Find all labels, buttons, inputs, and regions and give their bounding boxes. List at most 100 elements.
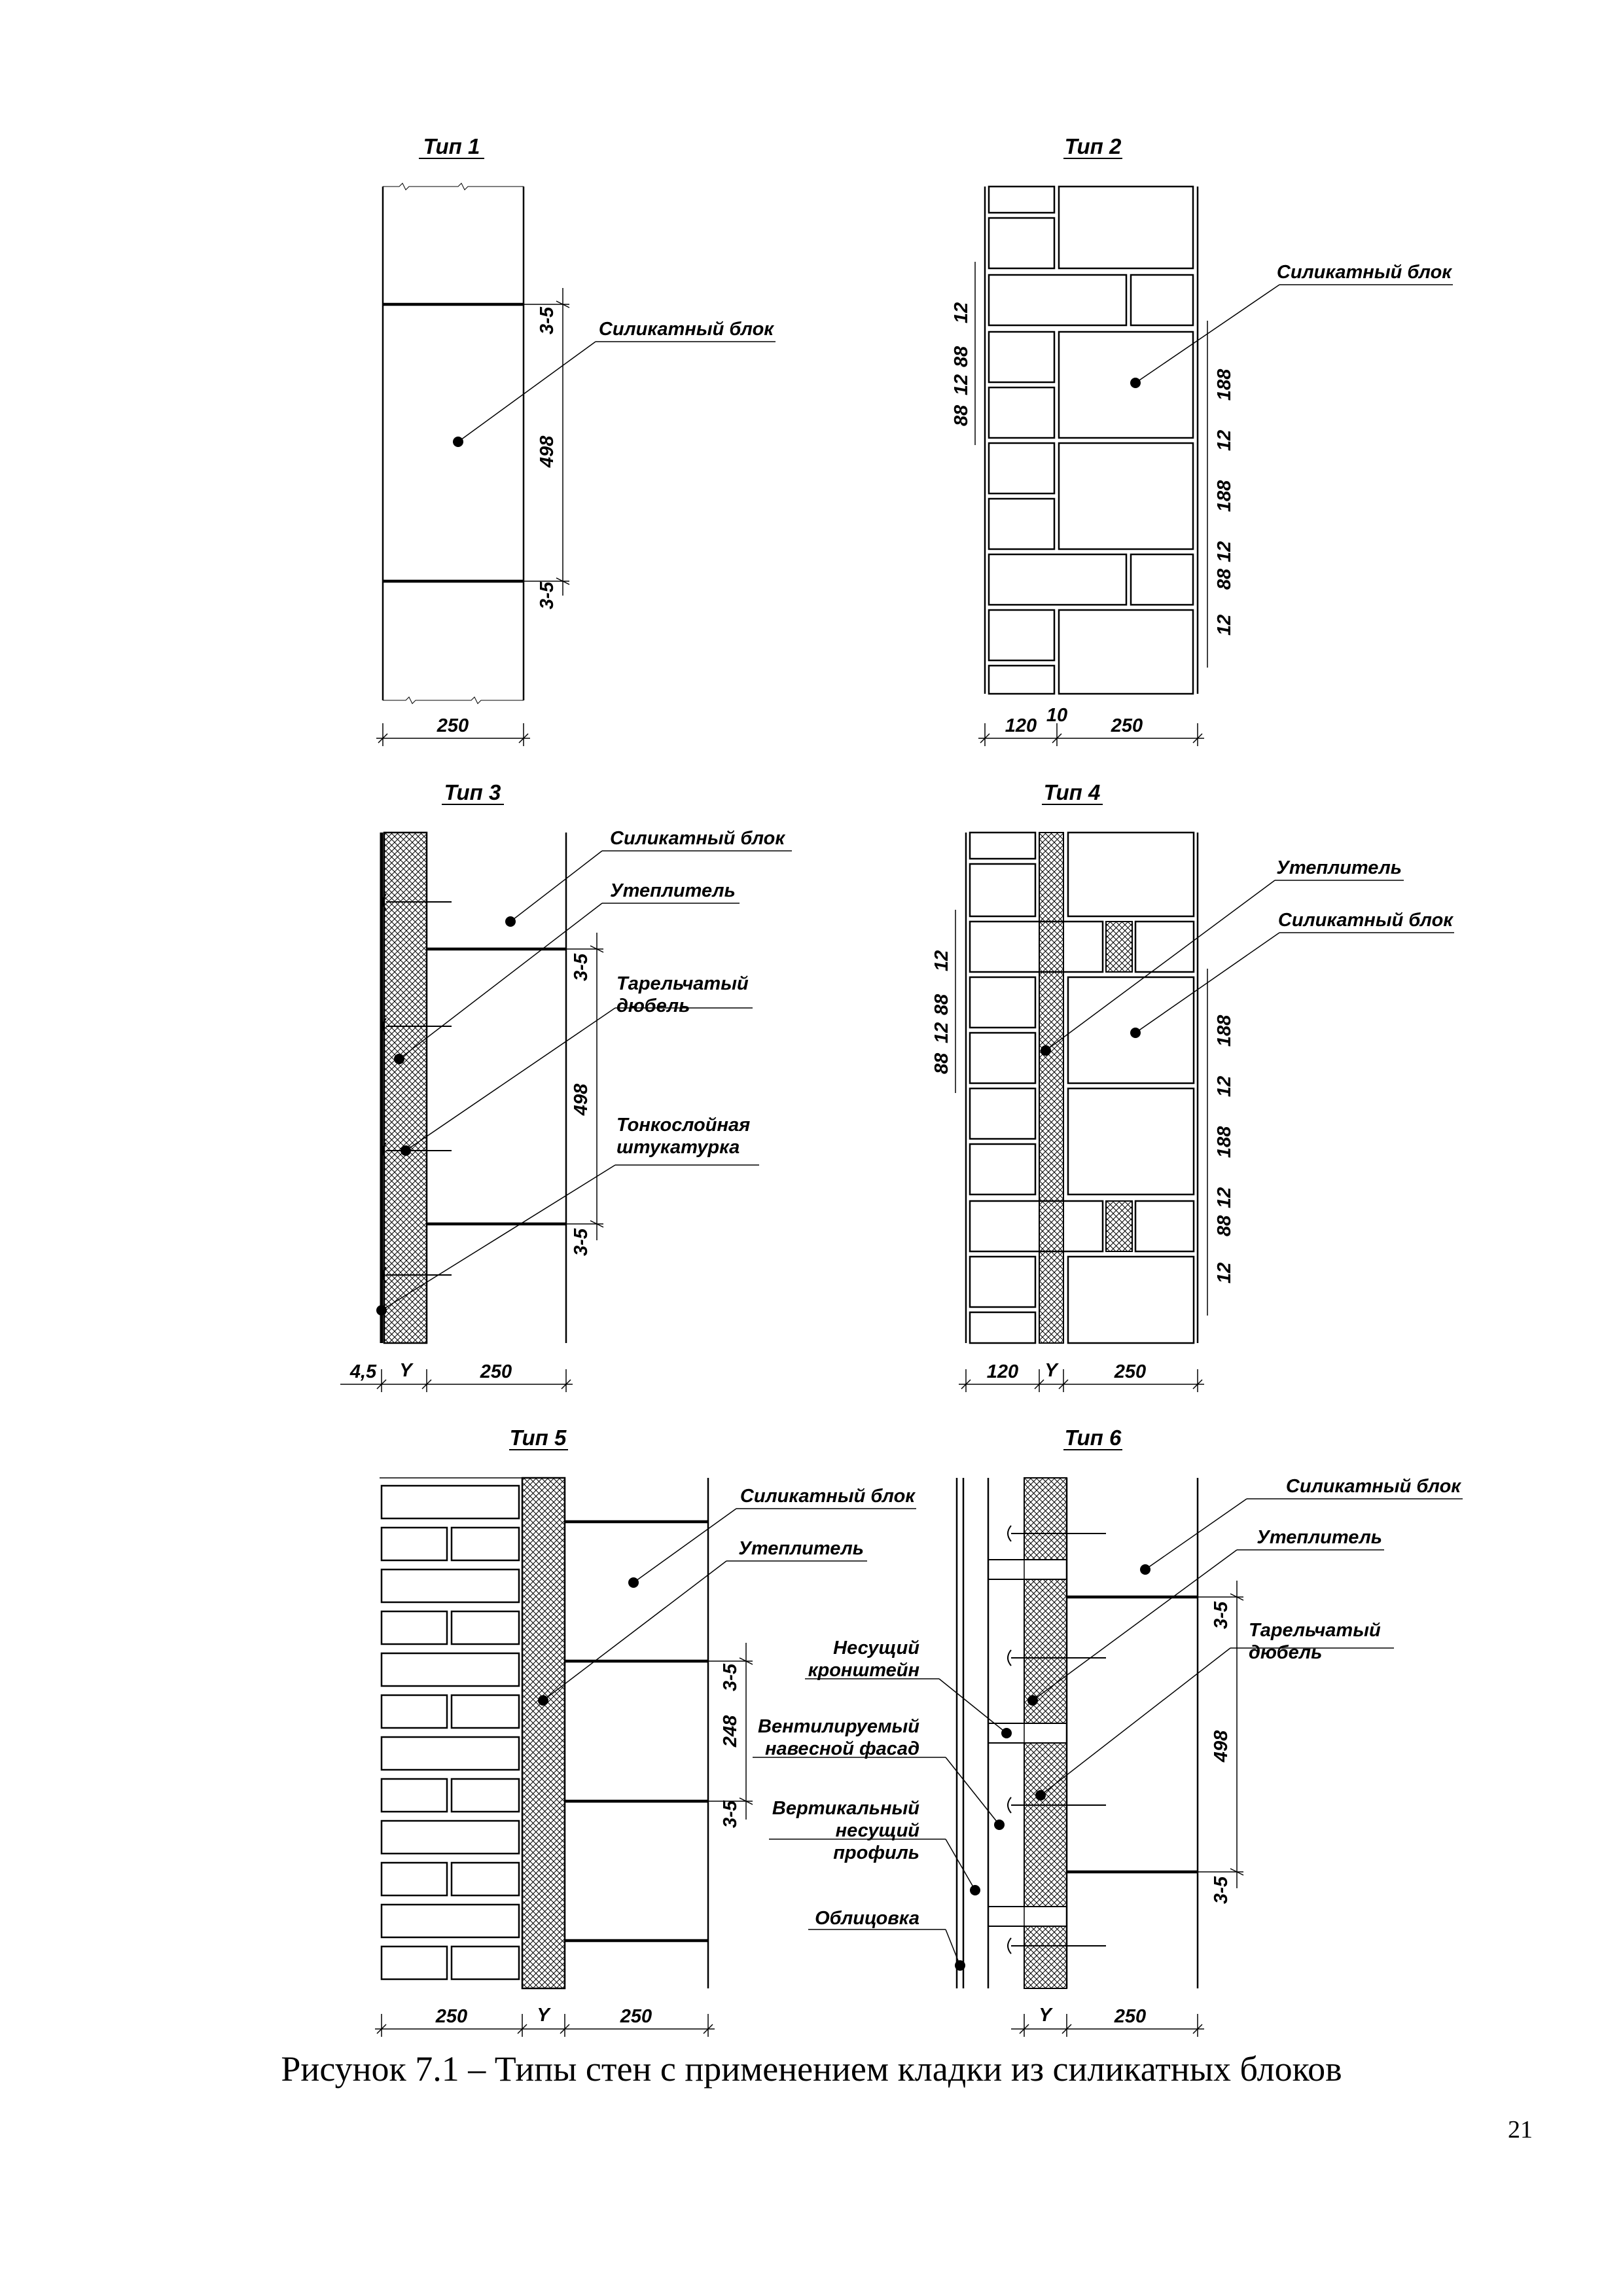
insulation-layer xyxy=(521,1477,566,1990)
cladding-and-profile xyxy=(955,1478,1025,1988)
panel-type-5: Тип 5 xyxy=(375,1426,916,2037)
panel-type-3: Тип 3 3-5 498 xyxy=(340,780,792,1392)
label-bracket-line1: Несущий xyxy=(833,1638,919,1659)
label-profile-line3: профиль xyxy=(833,1842,919,1863)
dim-width-plaster: 4,5 xyxy=(349,1361,377,1382)
dim-joint-top: 3-5 xyxy=(1211,1601,1232,1629)
dim-joint-top: 3-5 xyxy=(571,953,592,981)
dim-right-188b: 188 xyxy=(1214,1126,1235,1158)
panel-title: Тип 1 xyxy=(423,134,480,158)
panel-type-1: Тип 1 3-5 498 3-5 250 xyxy=(376,134,776,746)
dim-width-10: 10 xyxy=(1046,705,1067,726)
label-cladding: Облицовка xyxy=(815,1908,919,1929)
dim-left-88a: 88 xyxy=(951,346,972,367)
dim-right-88: 88 xyxy=(1214,568,1235,590)
dim-right-188a: 188 xyxy=(1214,1014,1235,1047)
dim-right-12b: 12 xyxy=(1214,1187,1235,1208)
dim-width-insulation: Y xyxy=(1044,1360,1059,1381)
label-facade-line2: навесной фасад xyxy=(765,1738,919,1759)
dim-right-12a: 12 xyxy=(1214,1076,1235,1097)
panel-title: Тип 6 xyxy=(1065,1426,1122,1450)
label-block: Силикатный блок xyxy=(1277,262,1452,283)
dim-left-88b: 88 xyxy=(951,404,972,426)
label-insulation: Утеплитель xyxy=(610,880,736,901)
leaders xyxy=(543,1508,916,1701)
block-wall xyxy=(565,1478,709,1988)
dim-height: 248 xyxy=(720,1715,741,1748)
page-number: 21 xyxy=(1508,2116,1533,2144)
dim-joint-bottom: 3-5 xyxy=(1211,1876,1232,1904)
dim-left-88a: 88 xyxy=(931,994,952,1015)
dim-width-block: 250 xyxy=(620,2006,652,2027)
dim-left-12b: 12 xyxy=(951,374,972,395)
label-block: Силикатный блок xyxy=(740,1486,916,1507)
label-block: Силикатный блок xyxy=(599,319,774,340)
label-dowel-line2: дюбель xyxy=(616,996,690,1016)
leader-dots xyxy=(955,1564,1150,1971)
dim-right-12b: 12 xyxy=(1214,541,1235,562)
dim-width-brick: 250 xyxy=(435,2006,467,2027)
dim-width-250: 250 xyxy=(1111,715,1143,736)
brackets xyxy=(988,1559,1067,1927)
dowels xyxy=(382,893,452,1283)
dim-width-120: 120 xyxy=(987,1361,1018,1382)
dim-joint-top: 3-5 xyxy=(537,306,558,334)
dim-right-12a: 12 xyxy=(1214,430,1235,451)
panel-type-2: Тип 2 xyxy=(951,134,1453,746)
dim-width-insulation: Y xyxy=(537,2005,551,2026)
leader-dots xyxy=(1041,1028,1141,1056)
figure-caption: Рисунок 7.1 – Типы стен с применением кл… xyxy=(281,2049,1342,2089)
label-block: Силикатный блок xyxy=(1286,1476,1461,1497)
block-masonry xyxy=(965,831,1199,1344)
dimension-lines xyxy=(375,1643,753,2037)
panel-type-6: Тип 6 xyxy=(753,1426,1463,2037)
dim-left-12: 12 xyxy=(931,950,952,971)
dim-height: 498 xyxy=(537,435,558,468)
insulation-layer xyxy=(383,831,428,1344)
dim-right-188b: 188 xyxy=(1214,480,1235,512)
panel-title: Тип 3 xyxy=(444,780,501,804)
dim-width-120: 120 xyxy=(1005,715,1037,736)
label-block: Силикатный блок xyxy=(610,828,785,849)
dim-right-12c: 12 xyxy=(1214,1263,1235,1283)
dimension-lines xyxy=(340,933,604,1392)
label-block: Силикатный блок xyxy=(1278,910,1454,931)
dim-width-block: 250 xyxy=(480,1361,512,1382)
dim-left-12b: 12 xyxy=(931,1022,952,1043)
label-profile-line1: Вертикальный xyxy=(772,1798,919,1819)
block-wall xyxy=(427,833,567,1343)
dim-left-88b: 88 xyxy=(931,1052,952,1074)
dim-joint-bottom: 3-5 xyxy=(720,1800,741,1828)
dimension-lines xyxy=(955,910,1208,1392)
label-insulation: Утеплитель xyxy=(1257,1527,1382,1548)
leader-dots xyxy=(376,916,516,1316)
dimension-lines xyxy=(376,288,570,746)
dim-joint-bottom: 3-5 xyxy=(571,1228,592,1256)
leader-block xyxy=(453,341,776,447)
block-wall xyxy=(382,183,525,704)
panel-title: Тип 4 xyxy=(1044,780,1101,804)
label-plaster-line1: Тонкослойная xyxy=(616,1115,750,1136)
panel-title: Тип 5 xyxy=(510,1426,567,1450)
dim-height: 498 xyxy=(571,1083,592,1116)
brick-cladding xyxy=(380,1477,524,1981)
label-dowel-line1: Тарельчатый xyxy=(1249,1620,1381,1641)
label-dowel-line1: Тарельчатый xyxy=(616,973,749,994)
leader-block xyxy=(1130,284,1453,388)
leaders xyxy=(753,1498,1463,1966)
insulation-segments xyxy=(1024,1477,1067,1989)
dim-left-12: 12 xyxy=(951,302,972,323)
dim-width-insulation: Y xyxy=(1039,2005,1053,2026)
block-masonry xyxy=(984,185,1199,695)
label-bracket-line2: кронштейн xyxy=(808,1660,919,1681)
dim-height: 498 xyxy=(1211,1730,1232,1763)
label-facade-line1: Вентилируемый xyxy=(758,1716,919,1737)
dim-right-188a: 188 xyxy=(1214,368,1235,401)
block-wall xyxy=(1065,1478,1199,1988)
dim-right-88: 88 xyxy=(1214,1215,1235,1236)
label-dowel-line2: дюбель xyxy=(1249,1642,1322,1663)
dimension-lines xyxy=(1011,1581,1244,2037)
dim-width-insulation: Y xyxy=(399,1360,414,1381)
dim-right-12c: 12 xyxy=(1214,615,1235,636)
